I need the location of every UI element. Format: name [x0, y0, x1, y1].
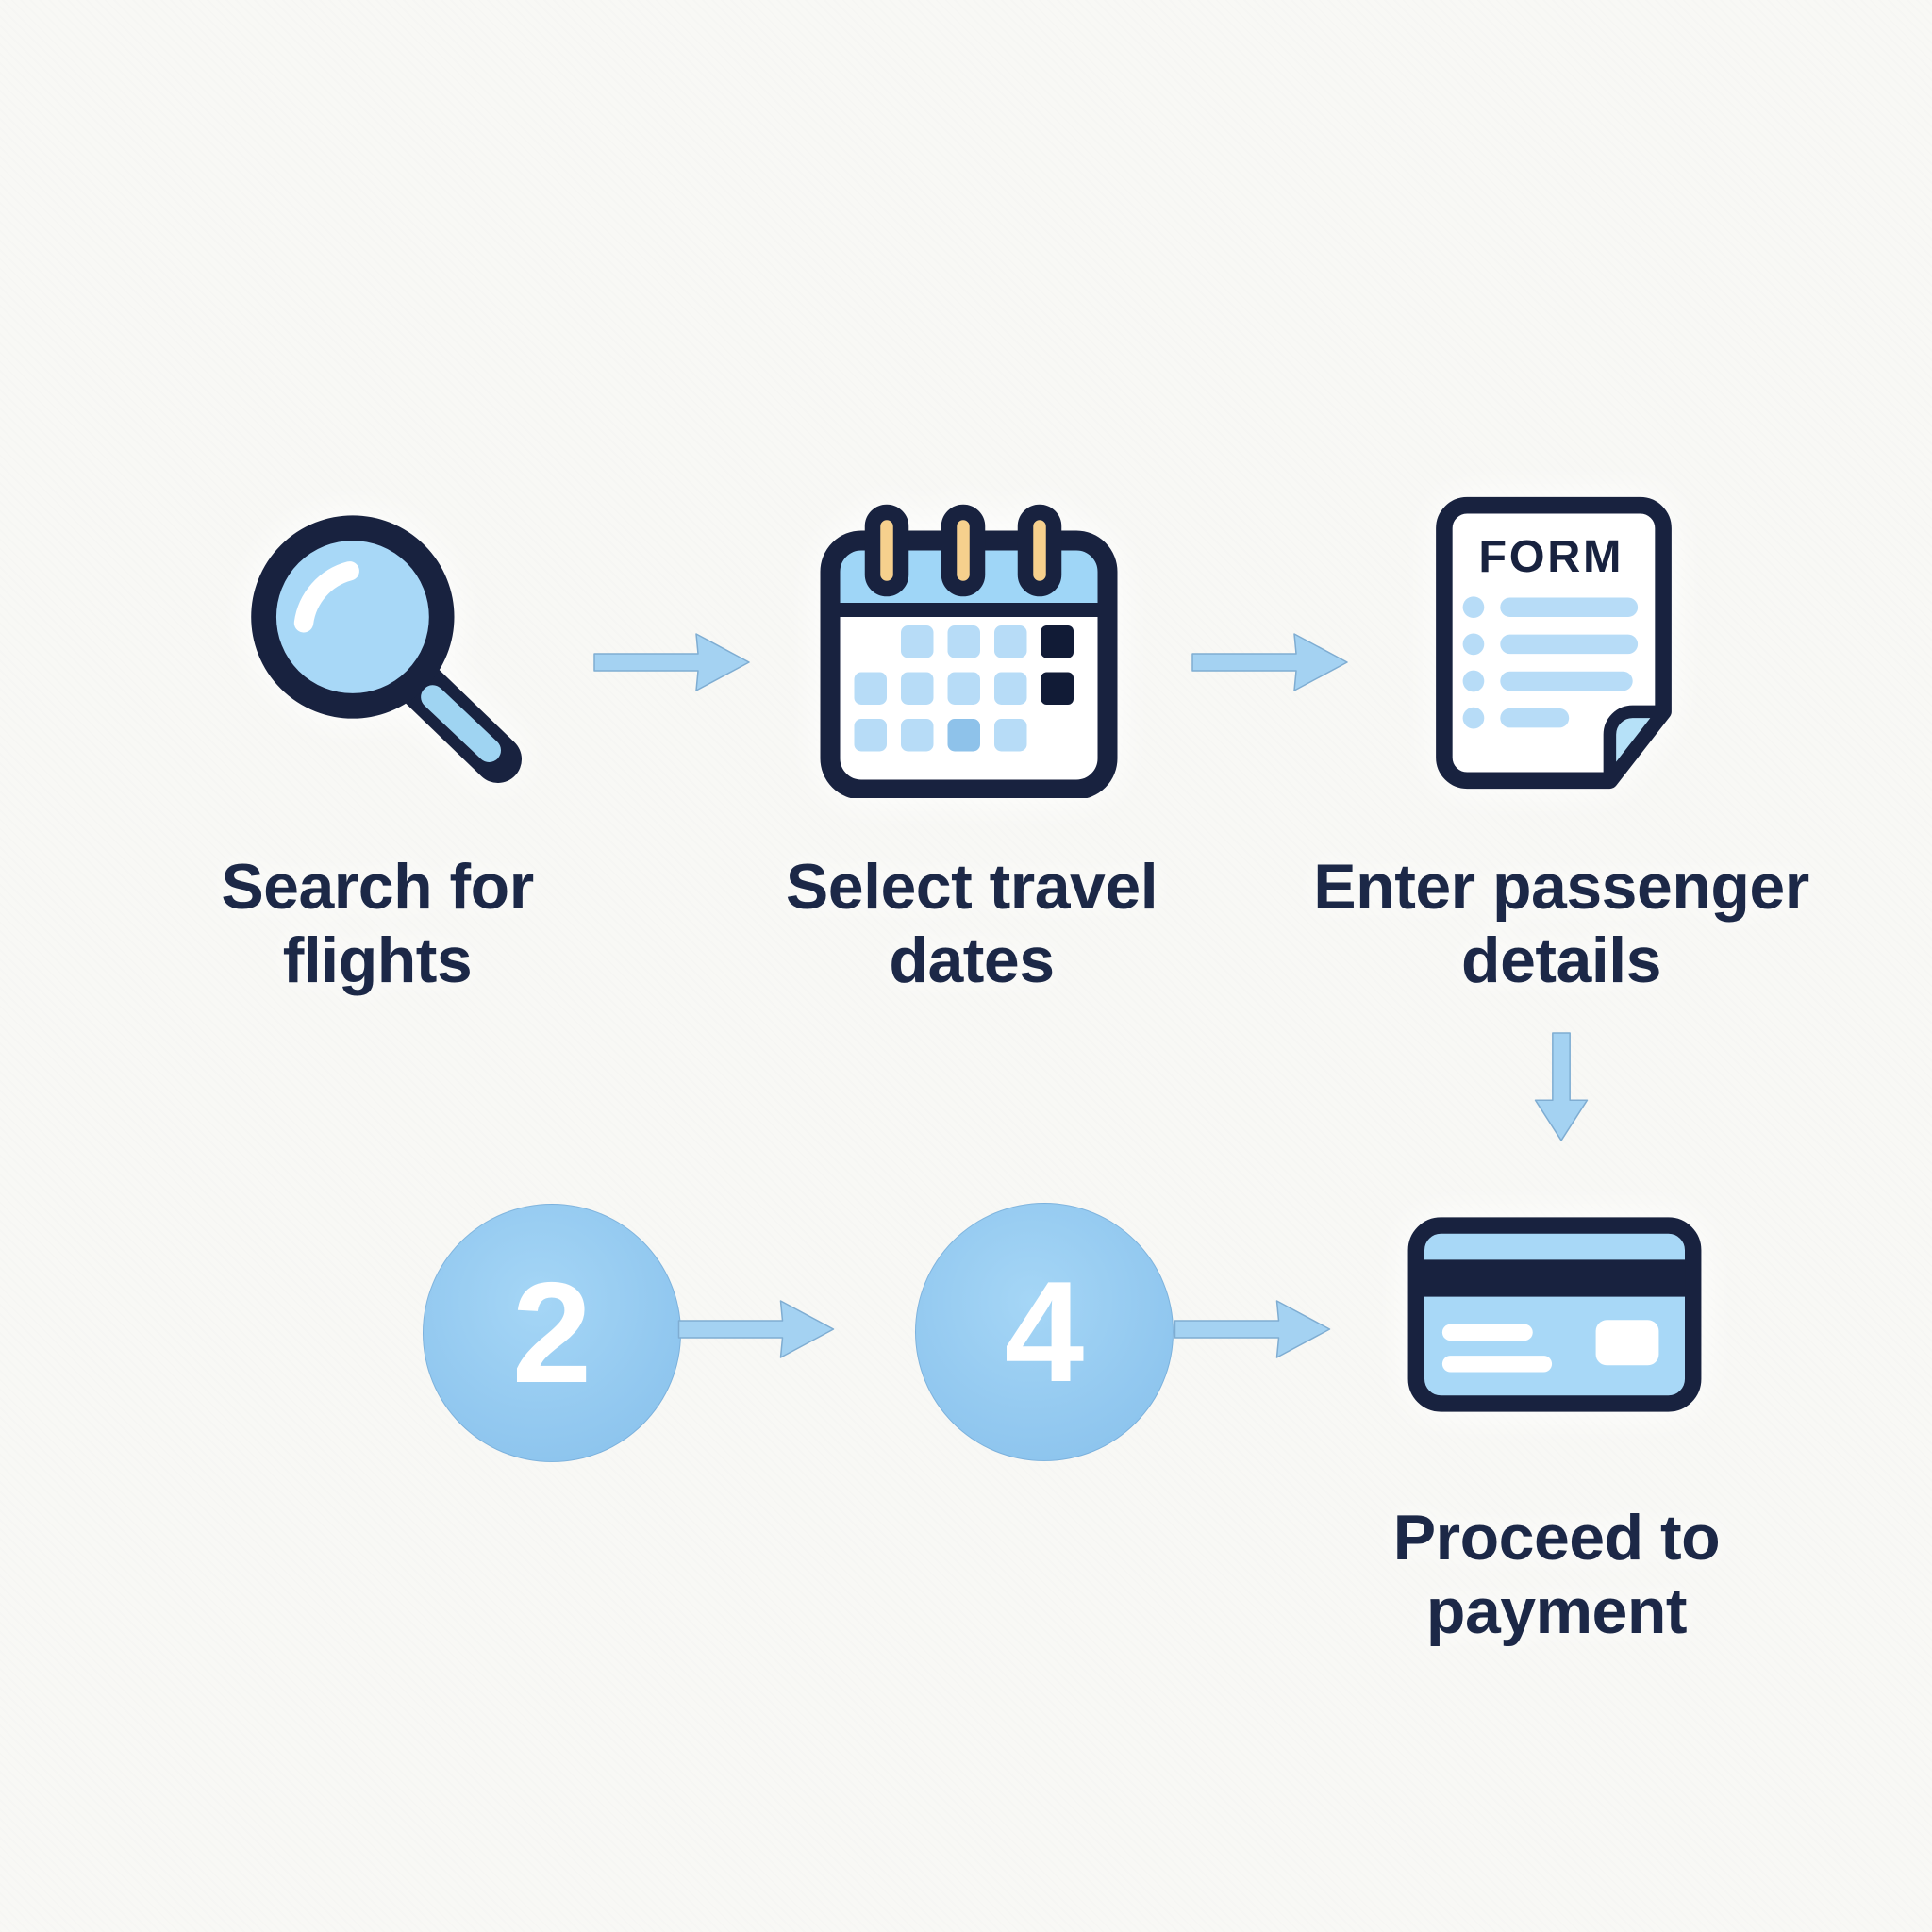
step-label-select-dates: Select travel dates	[670, 851, 1274, 997]
arrow-right-icon	[1174, 1300, 1331, 1358]
step-label-line: Select travel	[785, 851, 1158, 923]
step-label-line: Proceed to	[1392, 1502, 1721, 1574]
step-badge-number: 4	[1004, 1251, 1085, 1412]
arrow-right-icon	[677, 1300, 835, 1358]
step-label-line: Search for	[221, 851, 534, 923]
step-label-line: dates	[889, 924, 1055, 996]
step-label-passenger-details: Enter passenger details	[1259, 851, 1863, 997]
arrow-right-icon	[1191, 633, 1348, 691]
arrow-right-icon	[593, 633, 750, 691]
step-badge-2: 2	[423, 1204, 681, 1462]
credit-card-icon	[1407, 1217, 1702, 1412]
arrow-down-icon	[1534, 1032, 1589, 1141]
step-label-line: details	[1461, 924, 1661, 996]
form-icon: FORM	[1436, 496, 1672, 790]
step-label-search-flights: Search for flights	[75, 851, 679, 997]
calendar-icon	[820, 504, 1118, 798]
step-badge-4: 4	[915, 1203, 1174, 1461]
step-label-payment: Proceed to payment	[1255, 1502, 1858, 1648]
step-label-line: Enter passenger	[1313, 851, 1809, 923]
magnifier-icon	[251, 515, 522, 783]
form-icon-title: FORM	[1478, 531, 1624, 582]
step-badge-number: 2	[511, 1252, 592, 1413]
step-label-line: payment	[1425, 1574, 1688, 1647]
step-label-line: flights	[282, 924, 473, 996]
